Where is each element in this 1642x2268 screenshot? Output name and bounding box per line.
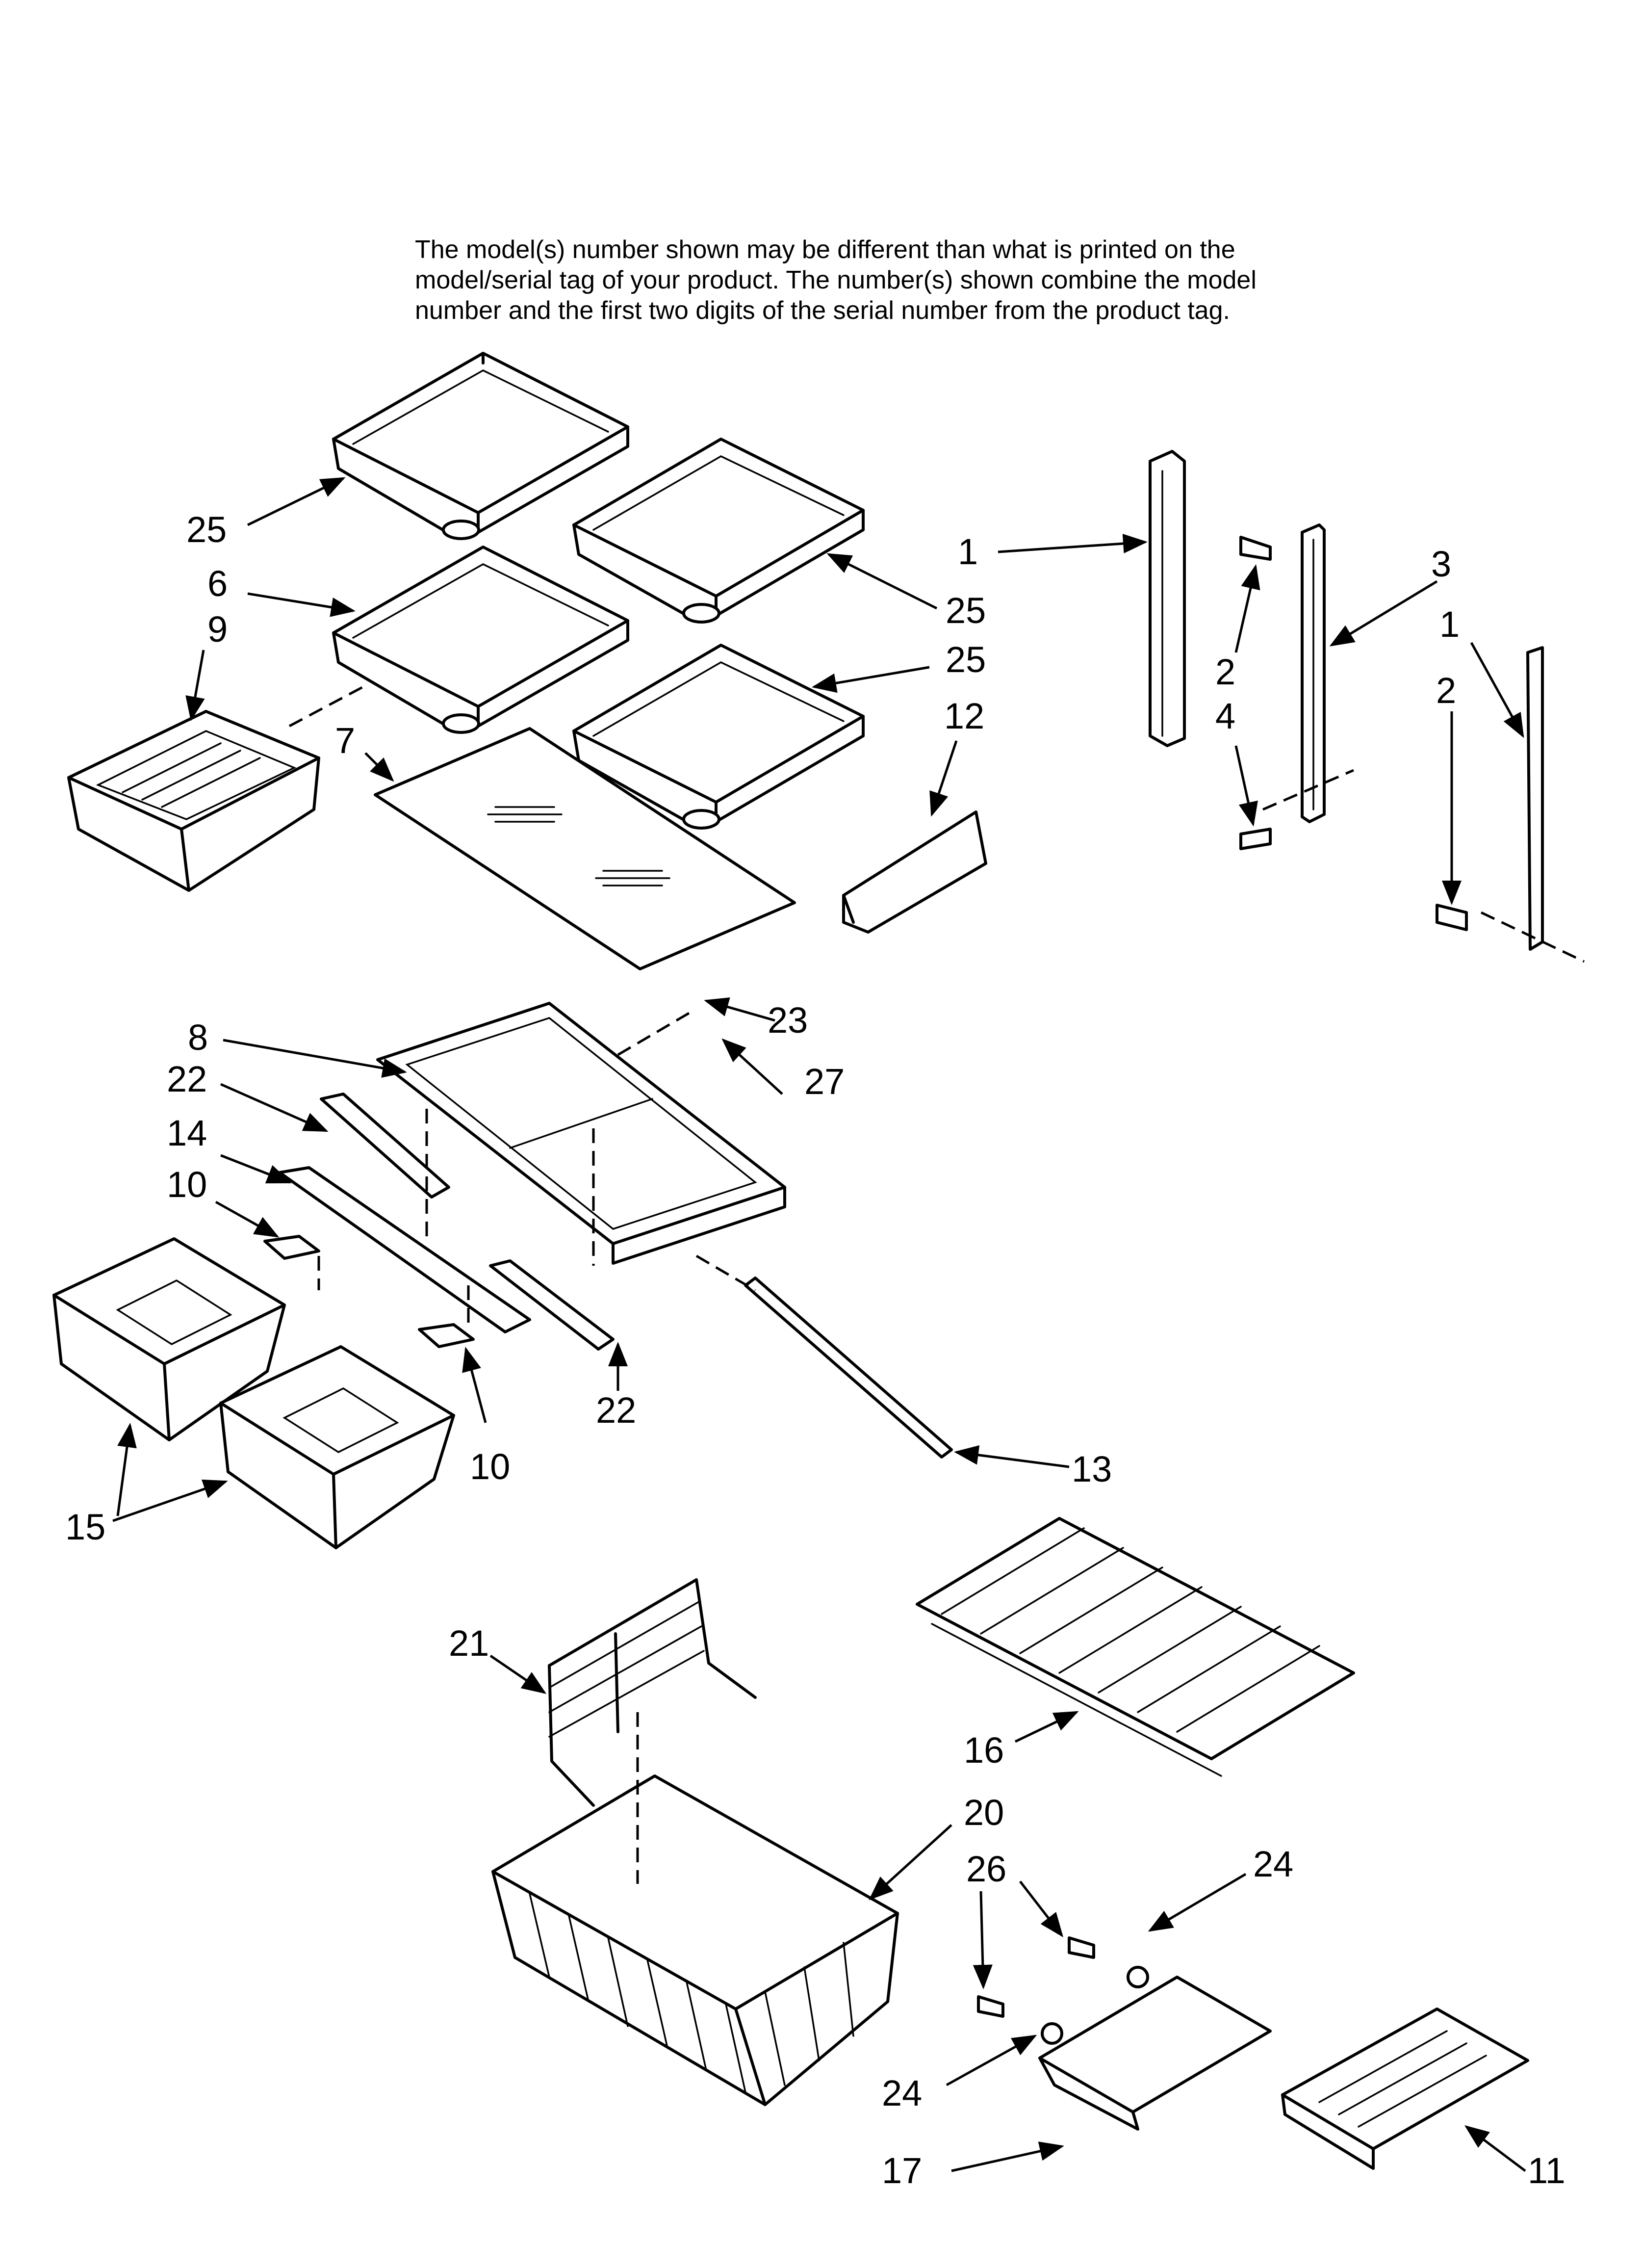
callout-2: 2 [1436,670,1456,711]
bushing-upper [1127,1966,1149,1988]
callout-25: 25 [186,509,227,550]
callout-22: 22 [167,1059,207,1099]
wire-divider [548,1578,757,1807]
callout-10: 10 [470,1446,510,1487]
crisper-drawer-left [52,1237,286,1441]
callout-2: 2 [1215,652,1235,692]
callout-26: 26 [966,1849,1006,1889]
shelf-top-right [572,438,865,624]
callout-16: 16 [964,1730,1004,1771]
callout-15: 15 [65,1507,105,1547]
callout-10: 10 [167,1164,207,1205]
callout-1: 1 [1439,604,1460,645]
ice-tray [1281,2007,1529,2170]
rail-center [1301,523,1326,823]
wire-basket [491,1774,899,2106]
rail-right [1526,646,1544,951]
callout-17: 17 [882,2150,922,2191]
callout-21: 21 [449,1623,489,1664]
callout-14: 14 [167,1113,207,1153]
rail-screw-bottom [1239,828,1272,850]
bushing-lower [1041,2022,1063,2045]
note-text: The model(s) number shown may be differe… [415,235,1494,326]
callout-6: 6 [207,563,228,604]
ice-bin-support [1038,1976,1272,2131]
note-line: model/serial tag of your product. The nu… [415,266,1257,294]
cover-support-lower [489,1259,615,1351]
wire-shelf [916,1517,1355,1777]
callout-13: 13 [1072,1449,1112,1489]
trim-piece [842,810,987,934]
callout-23: 23 [768,1000,808,1041]
note-line: number and the first two digits of the s… [415,296,1230,325]
shelf-top-left [332,352,629,540]
rail-screw-top [1239,536,1272,561]
callout-12: 12 [944,696,984,736]
note-line: The model(s) number shown may be differe… [415,235,1235,264]
rail-screw-right [1436,904,1468,931]
callout-4: 4 [1215,696,1235,736]
callout-8: 8 [188,1017,208,1058]
callout-11: 11 [1528,2150,1565,2191]
shelf-middle-right [572,644,865,830]
callout-7: 7 [335,720,355,761]
shelf-middle-left [332,546,629,734]
glass-shelf-insert [374,727,796,970]
screw-upper [1068,1936,1095,1959]
drawer-slide-lower [418,1323,475,1348]
callout-24: 24 [1253,1844,1293,1884]
callout-25: 25 [946,590,986,631]
rod [744,1277,953,1459]
callout-9: 9 [207,609,228,650]
callout-25: 25 [946,639,986,680]
callout-24: 24 [882,2073,922,2113]
crisper-drawer-right [219,1345,455,1549]
callout-22: 22 [596,1390,636,1431]
crisper-cover-frame [376,1002,786,1265]
drawer-slide-upper [263,1235,320,1260]
callout-3: 3 [1431,544,1451,584]
callout-20: 20 [964,1792,1004,1833]
rail-left [1149,450,1186,747]
crisper-drawer-small [67,710,320,892]
callout-1: 1 [958,531,978,572]
cover-support-upper [320,1093,450,1199]
screw-lower [977,1995,1004,2018]
callout-27: 27 [804,1061,845,1102]
